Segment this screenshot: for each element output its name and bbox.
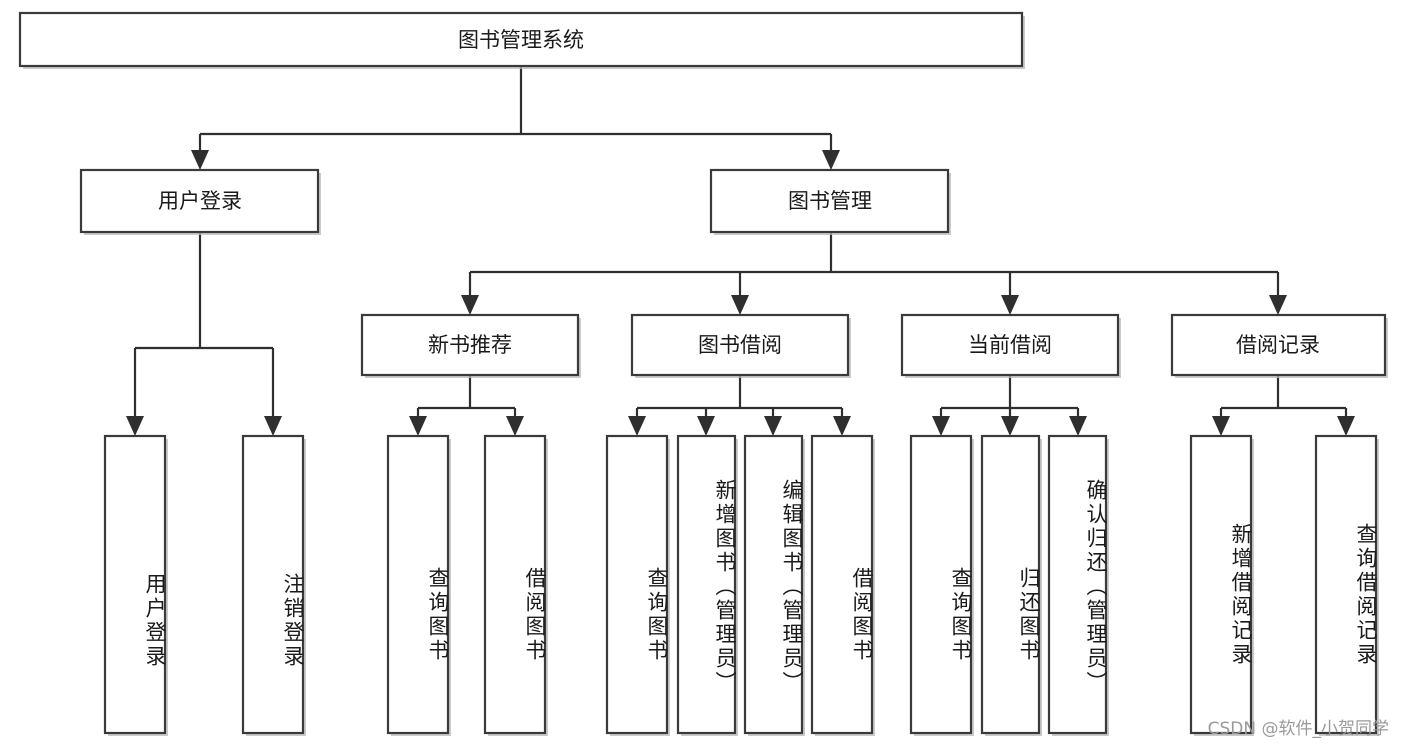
node-leaf-new-borrow[interactable]	[483, 434, 548, 736]
arrow-to-book-borrow	[731, 295, 749, 315]
node-leaf-user-logout[interactable]	[241, 434, 306, 736]
connector-borrowrecord-bus	[1219, 375, 1348, 418]
node-book-manage[interactable]: 图书管理	[709, 168, 951, 235]
node-root[interactable]: 图书管理系统	[18, 11, 1025, 69]
arrow-to-leaf-user-login	[126, 416, 144, 436]
arrow-to-leaf-r-add	[1212, 416, 1230, 436]
node-borrow-record[interactable]: 借阅记录	[1170, 313, 1388, 378]
node-leaf-c-confirm[interactable]	[1047, 434, 1109, 736]
node-leaf-b-query[interactable]	[605, 434, 670, 736]
node-book-borrow-label: 图书借阅	[698, 333, 782, 357]
connector-newbooks-bus	[416, 375, 517, 418]
node-new-books[interactable]: 新书推荐	[360, 313, 581, 378]
node-leaf-r-add[interactable]	[1189, 434, 1254, 736]
arrow-to-leaf-b-edit	[764, 416, 782, 436]
node-user-login[interactable]: 用户登录	[79, 168, 321, 235]
node-leaf-r-query[interactable]	[1314, 434, 1379, 736]
arrow-to-borrow-record	[1269, 295, 1287, 315]
arrow-to-leaf-c-confirm	[1069, 416, 1087, 436]
arrow-to-leaf-b-borrow	[833, 416, 851, 436]
node-leaf-c-return[interactable]	[980, 434, 1042, 736]
arrow-to-leaf-c-return	[1001, 416, 1019, 436]
connector-user-bus	[133, 232, 275, 418]
watermark: CSDN @软件_小贺同学	[1207, 719, 1389, 739]
arrow-to-current-borrow	[1001, 295, 1019, 315]
node-leaf-b-borrow[interactable]	[810, 434, 875, 736]
connector-currentborrow-bus	[939, 375, 1080, 418]
node-user-login-label: 用户登录	[158, 189, 242, 213]
connectors-layer	[126, 66, 1355, 436]
node-book-manage-label: 图书管理	[788, 189, 872, 213]
arrow-to-leaf-c-query	[932, 416, 950, 436]
node-borrow-record-label: 借阅记录	[1236, 333, 1320, 357]
node-leaf-new-query[interactable]	[386, 434, 451, 736]
node-leaf-user-login[interactable]	[103, 434, 168, 736]
node-root-label: 图书管理系统	[458, 28, 584, 52]
connector-root-bus	[198, 66, 833, 152]
arrow-to-leaf-b-add	[697, 416, 715, 436]
node-book-borrow[interactable]: 图书借阅	[630, 313, 851, 378]
node-new-books-label: 新书推荐	[428, 333, 512, 357]
nodes-layer: 图书管理系统 用户登录 图书管理 新书推荐	[18, 11, 1388, 736]
arrow-to-leaf-new-borrow	[506, 416, 524, 436]
node-leaf-c-query[interactable]	[909, 434, 974, 736]
arrow-to-leaf-user-logout	[264, 416, 282, 436]
node-current-borrow-label: 当前借阅	[968, 333, 1052, 357]
connector-book-bus	[468, 232, 1280, 297]
connector-bookborrow-bus	[635, 375, 844, 418]
arrow-to-leaf-r-query	[1337, 416, 1355, 436]
arrow-to-book-manage	[822, 150, 840, 170]
arrow-to-leaf-b-query	[628, 416, 646, 436]
arrow-to-user-login	[191, 150, 209, 170]
node-leaf-b-add[interactable]	[676, 434, 738, 736]
arrow-to-leaf-new-query	[409, 416, 427, 436]
node-current-borrow[interactable]: 当前借阅	[900, 313, 1121, 378]
arrow-to-new-books	[461, 295, 479, 315]
node-leaf-b-edit[interactable]	[743, 434, 805, 736]
